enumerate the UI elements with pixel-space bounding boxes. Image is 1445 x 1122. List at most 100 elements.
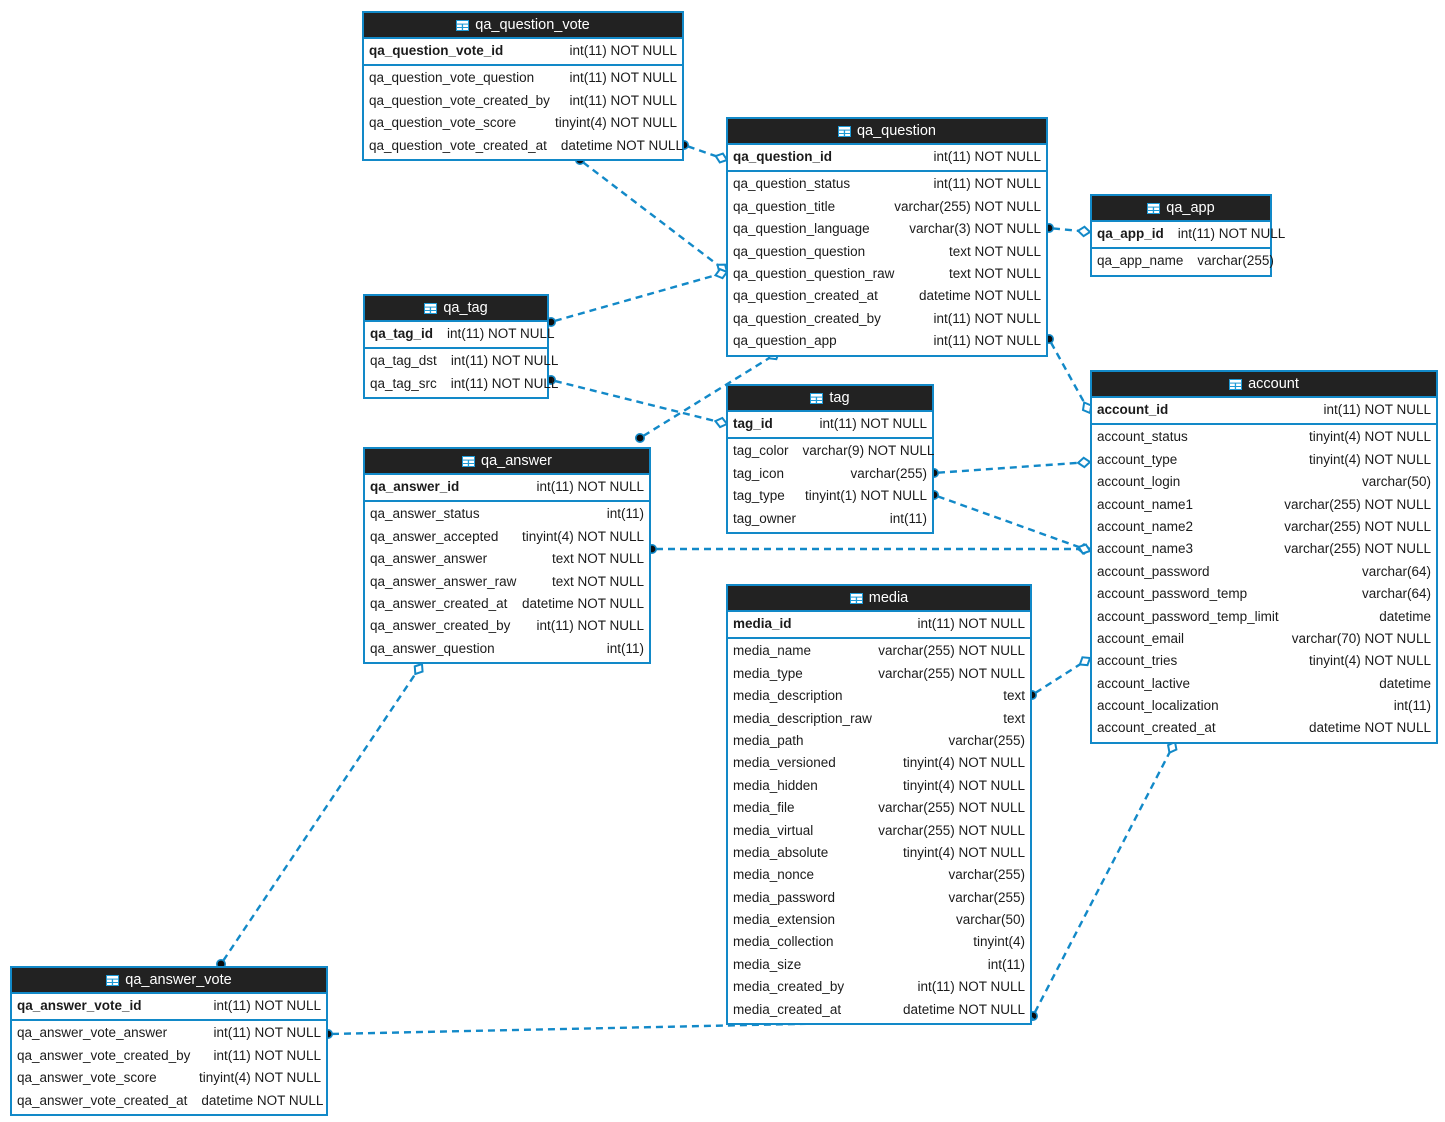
table-header[interactable]: qa_question_vote (364, 13, 682, 39)
table-header[interactable]: qa_answer_vote (12, 968, 326, 994)
table-header[interactable]: account (1092, 372, 1436, 398)
column-name: account_password_temp (1097, 586, 1248, 602)
table-header[interactable]: qa_answer (365, 449, 649, 475)
table-header[interactable]: qa_question (728, 119, 1046, 145)
column-type: int(11) NOT NULL (447, 326, 555, 341)
table-header[interactable]: tag (728, 386, 932, 412)
column-type: varchar(50) (1361, 474, 1431, 490)
column-name: tag_owner (733, 510, 797, 526)
column-type: int(11) NOT NULL (933, 310, 1041, 326)
table-header[interactable]: media (728, 586, 1030, 612)
table-header[interactable]: qa_app (1092, 196, 1270, 222)
table-header[interactable]: qa_tag (365, 296, 547, 322)
column-name: account_name1 (1097, 496, 1194, 512)
column-name: account_created_at (1097, 720, 1216, 736)
column-name: media_description (733, 688, 843, 704)
column-name: account_name3 (1097, 541, 1194, 557)
column-type: text (1003, 710, 1025, 726)
column-type: int(11) NOT NULL (917, 616, 1025, 631)
